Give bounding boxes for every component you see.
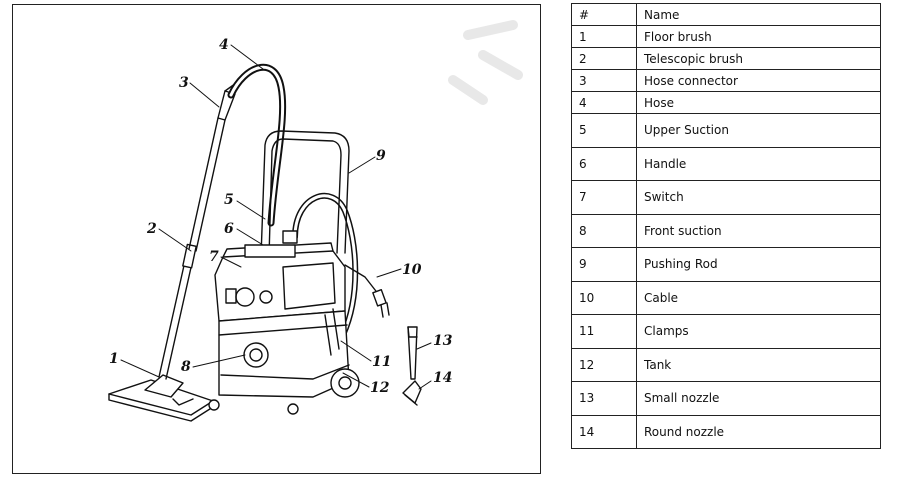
row-name: Floor brush xyxy=(636,25,881,48)
watermark xyxy=(448,20,523,105)
table-row: 12 Tank xyxy=(571,347,881,382)
callout-12: 12 xyxy=(370,380,390,396)
vacuum-head-shape xyxy=(214,230,346,322)
callout-8: 8 xyxy=(181,359,191,375)
small-nozzle-shape xyxy=(407,326,418,380)
row-number: 13 xyxy=(571,381,637,416)
row-number: 4 xyxy=(571,91,637,114)
table-row: 7 Switch xyxy=(571,180,881,215)
table-row: 2 Telescopic brush xyxy=(571,47,881,70)
parts-table: # Name 1 Floor brush 2 Telescopic brush … xyxy=(571,3,881,449)
table-row: 9 Pushing Rod xyxy=(571,247,881,282)
table-row: 6 Handle xyxy=(571,146,881,181)
row-name: Switch xyxy=(636,180,881,215)
row-name: Upper Suction xyxy=(636,113,881,148)
row-number: 8 xyxy=(571,213,637,248)
row-name: Small nozzle xyxy=(636,381,881,416)
callout-7: 7 xyxy=(209,249,219,265)
callout-3: 3 xyxy=(179,75,189,91)
row-name: Hose connector xyxy=(636,69,881,92)
pushing-rod-shape xyxy=(260,130,350,258)
callout-9: 9 xyxy=(376,148,386,164)
row-number: 11 xyxy=(571,314,637,349)
tank-shape xyxy=(218,308,350,398)
row-number: 1 xyxy=(571,25,637,48)
callout-14: 14 xyxy=(433,370,452,386)
row-name: Cable xyxy=(636,280,881,315)
row-name: Front suction xyxy=(636,213,881,248)
callout-10: 10 xyxy=(402,262,422,278)
row-number: 10 xyxy=(571,280,637,315)
row-number: 5 xyxy=(571,113,637,148)
table-row: 3 Hose connector xyxy=(571,69,881,92)
callout-13: 13 xyxy=(433,333,453,349)
table-row: 14 Round nozzle xyxy=(571,414,881,449)
row-number: 9 xyxy=(571,247,637,282)
table-row: 13 Small nozzle xyxy=(571,381,881,416)
callout-5: 5 xyxy=(224,192,234,208)
table-row: 1 Floor brush xyxy=(571,25,881,48)
row-name: Pushing Rod xyxy=(636,247,881,282)
table-header-row: # Name xyxy=(571,3,881,26)
hose-connector-shape xyxy=(217,70,254,121)
callout-2: 2 xyxy=(146,221,157,237)
telescopic-tube-shape xyxy=(158,117,226,380)
floor-brush-shape xyxy=(108,374,214,422)
row-number: 7 xyxy=(571,180,637,215)
wheels-shape xyxy=(208,368,360,415)
header-name: Name xyxy=(636,3,881,26)
callout-leaders xyxy=(120,44,432,390)
table-row: 4 Hose xyxy=(571,91,881,114)
row-name: Hose xyxy=(636,91,881,114)
header-number: # xyxy=(571,3,637,26)
row-name: Tank xyxy=(636,347,881,382)
cable-shape xyxy=(344,264,390,318)
row-number: 6 xyxy=(571,146,637,181)
vacuum-cleaner-illustration: 1 2 3 4 5 6 7 8 9 10 11 12 13 14 xyxy=(108,20,523,422)
callout-4: 4 xyxy=(219,37,229,53)
table-row: 11 Clamps xyxy=(571,314,881,349)
row-name: Handle xyxy=(636,146,881,181)
table-row: 10 Cable xyxy=(571,280,881,315)
row-number: 14 xyxy=(571,414,637,449)
row-name: Clamps xyxy=(636,314,881,349)
callout-1: 1 xyxy=(109,351,119,367)
hose-inner xyxy=(229,65,357,337)
product-diagram-frame: 1 2 3 4 5 6 7 8 9 10 11 12 13 14 xyxy=(12,4,541,474)
row-number: 2 xyxy=(571,47,637,70)
row-number: 12 xyxy=(571,347,637,382)
table-row: 8 Front suction xyxy=(571,213,881,248)
callout-6: 6 xyxy=(224,221,234,237)
table-row: 5 Upper Suction xyxy=(571,113,881,148)
row-number: 3 xyxy=(571,69,637,92)
round-nozzle-shape xyxy=(402,380,422,406)
callout-11: 11 xyxy=(372,354,391,370)
row-name: Round nozzle xyxy=(636,414,881,449)
row-name: Telescopic brush xyxy=(636,47,881,70)
